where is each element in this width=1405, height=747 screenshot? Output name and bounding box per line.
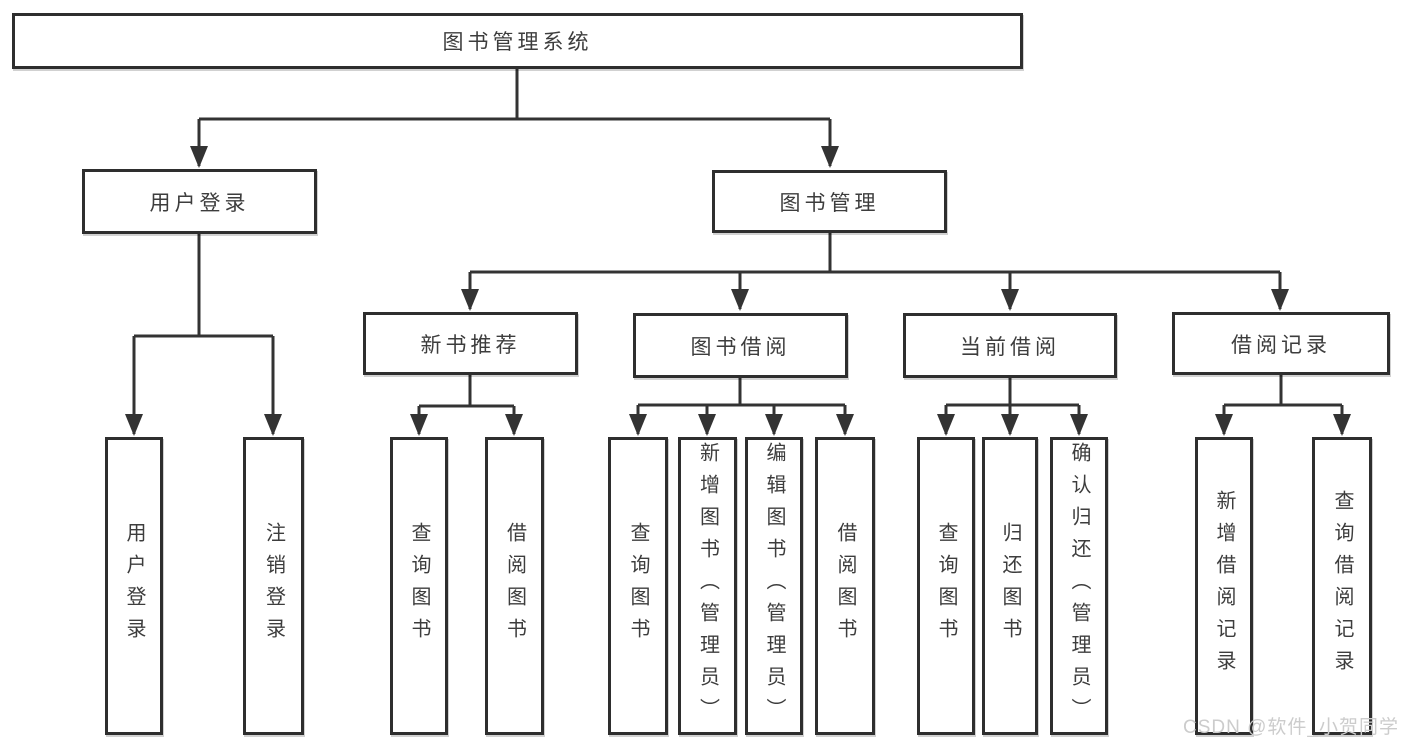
node-library-management-system: 图书管理系统 <box>12 13 1023 69</box>
leaf-edit-book-admin: 编辑图书（管理员） <box>745 437 803 735</box>
node-label: 图书借阅 <box>690 335 791 359</box>
leaf-add-book-admin: 新增图书（管理员） <box>678 437 737 735</box>
leaf-borrow-books-recommend: 借阅图书 <box>485 437 544 735</box>
leaf-query-books-borrow: 查询图书 <box>608 437 668 735</box>
leaf-borrow-books: 借阅图书 <box>815 437 875 735</box>
node-label: 新书推荐 <box>420 333 521 357</box>
leaf-logout: 注销登录 <box>243 437 304 735</box>
node-book-management: 图书管理 <box>712 170 947 233</box>
node-label: 用户登录 <box>149 191 250 215</box>
node-new-book-recommendation: 新书推荐 <box>363 312 578 375</box>
node-label: 图书管理系统 <box>442 31 593 54</box>
leaf-add-borrow-record: 新增借阅记录 <box>1195 437 1253 735</box>
node-label: 当前借阅 <box>960 335 1060 359</box>
watermark: CSDN @软件_小贺同学 <box>1183 717 1399 738</box>
leaf-query-books-current: 查询图书 <box>917 437 975 735</box>
node-label: 借阅记录 <box>1231 333 1331 357</box>
leaf-user-login: 用户登录 <box>105 437 163 735</box>
leaf-query-books-recommend: 查询图书 <box>390 437 448 735</box>
leaf-confirm-return-admin: 确认归还（管理员） <box>1050 437 1108 735</box>
node-label: 图书管理 <box>779 191 880 215</box>
node-book-borrowing: 图书借阅 <box>633 313 848 378</box>
leaf-query-borrow-record: 查询借阅记录 <box>1312 437 1372 735</box>
node-borrowing-records: 借阅记录 <box>1172 312 1390 375</box>
connector-edges <box>132 69 1344 434</box>
node-current-borrowing: 当前借阅 <box>903 313 1117 378</box>
node-user-login: 用户登录 <box>82 169 317 234</box>
leaf-return-books: 归还图书 <box>982 437 1038 735</box>
